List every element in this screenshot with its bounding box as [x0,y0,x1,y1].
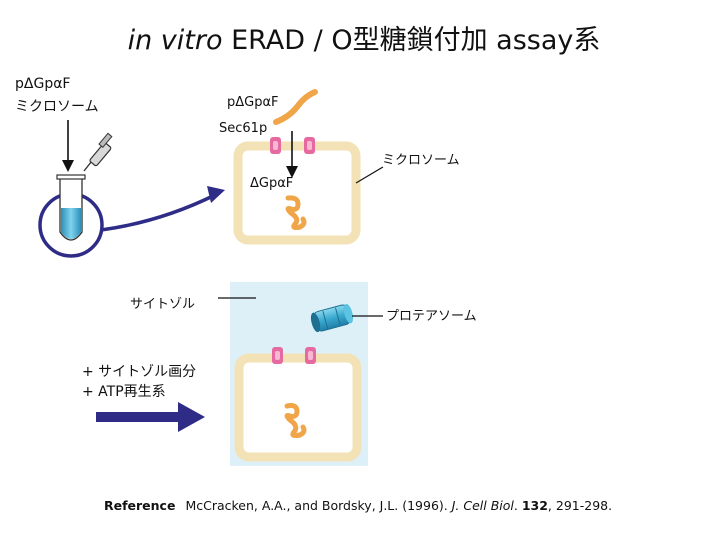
pipette-icon [83,132,113,172]
label-proteasome: プロテアソーム [386,309,477,324]
reference-line: Reference McCracken, A.A., and Bordsky, J… [104,498,612,513]
down-arrow-tube [62,120,74,172]
reference-label: Reference [104,498,176,513]
label-processed-protein: ΔGpαF [250,176,294,191]
label-microsome-tube: ミクロソーム [15,99,99,115]
reference-journal: J. Cell Biol [451,498,514,513]
reaction-arrow [96,402,205,432]
label-add-atp: + ATP再生系 [82,384,166,400]
reference-dot: . [513,498,522,513]
processed-protein-top [285,195,307,231]
label-add-cytosol: + サイトゾル画分 [82,364,197,380]
precursor-protein-strand [273,89,318,125]
microsome-pointer-line [355,166,384,184]
title-italic: in vitro [127,25,223,56]
label-cytosol: サイトゾル [130,297,196,312]
label-substrate-tube: pΔGpαF [15,76,71,92]
curved-arrow-to-microsome [100,186,225,232]
title-rest: ERAD / O型糖鎖付加 assay系 [222,25,601,56]
import-arrow [286,131,298,178]
label-substrate-top: pΔGpαF [227,95,279,110]
reference-volume: 132 [521,498,548,513]
page-title: in vitro ERAD / O型糖鎖付加 assay系 [0,18,728,57]
reference-pages: , 291-298. [547,498,613,513]
proteasome-icon [310,303,354,333]
reference-authors: McCracken, A.A., and Bordsky, J.L. (1996… [185,498,452,513]
label-sec61p: Sec61p [219,121,268,136]
processed-protein-bottom [284,403,307,439]
sec61p-translocon-bottom [272,347,316,364]
microsome-top [233,141,361,245]
test-tube-icon [56,174,86,241]
label-microsome: ミクロソーム [382,153,460,168]
sec61p-translocon-top [270,137,315,154]
